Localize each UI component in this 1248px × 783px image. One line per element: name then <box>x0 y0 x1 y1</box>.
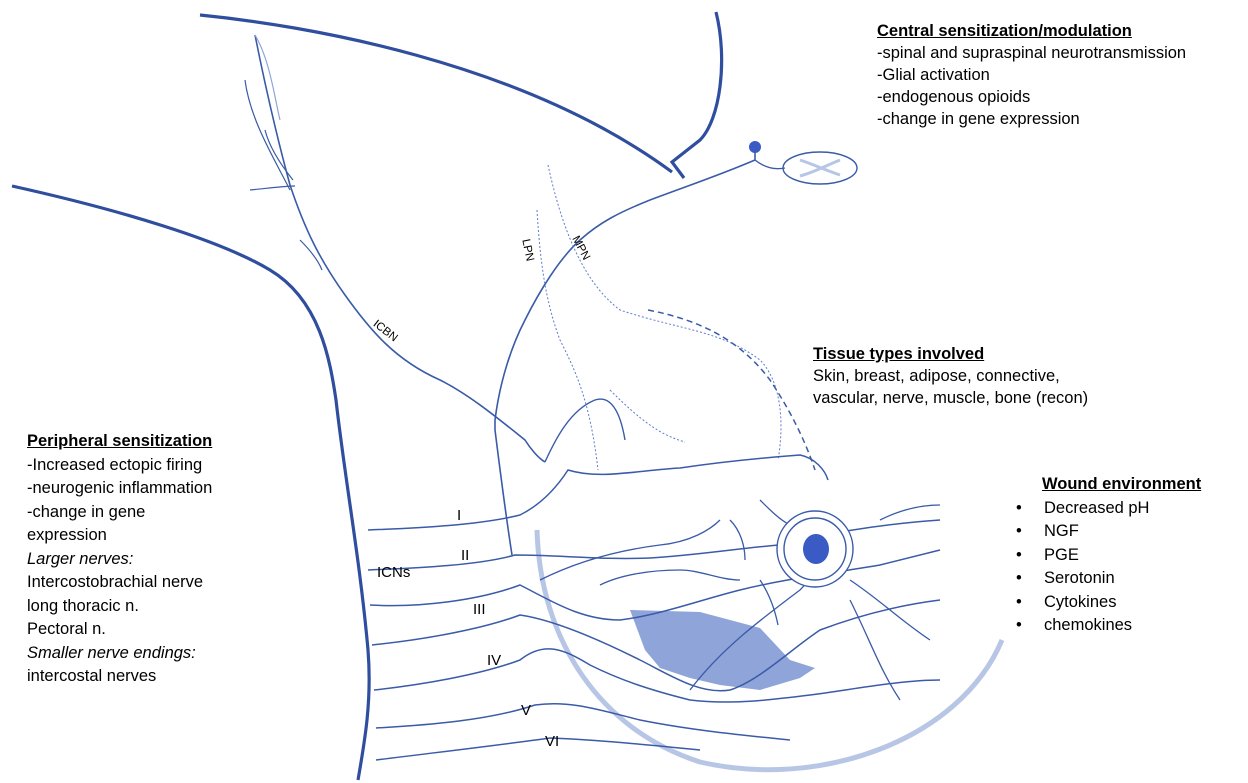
rib-label-VI: VI <box>545 733 559 750</box>
lpn-dotted <box>537 210 598 470</box>
larger-nerves-label: Larger nerves: <box>27 548 212 572</box>
shaded-tissue-region <box>630 610 815 690</box>
central-item: -Glial activation <box>877 64 1186 86</box>
wound-item: chemokines <box>1010 614 1201 638</box>
larger-nerve-item: Intercostobrachial nerve <box>27 571 212 595</box>
peripheral-item: -neurogenic inflammation <box>27 477 212 501</box>
rib-label-IV: IV <box>487 652 501 669</box>
peripheral-item: expression <box>27 524 212 548</box>
wound-heading: Wound environment <box>1010 473 1201 497</box>
neck-outline-right <box>672 12 722 178</box>
neck-outline-left <box>200 15 672 172</box>
wound-item: Serotonin <box>1010 567 1201 591</box>
wound-item: NGF <box>1010 520 1201 544</box>
mpn-dotted <box>548 165 781 460</box>
peripheral-item: -Increased ectopic firing <box>27 454 212 478</box>
rib-label-II: II <box>461 547 469 564</box>
tissue-heading: Tissue types involved <box>813 343 1088 365</box>
central-sensitization-box: Central sensitization/modulation -spinal… <box>877 20 1186 130</box>
rib-label-III: III <box>473 601 486 618</box>
rib-label-I: I <box>457 507 461 524</box>
tissue-line: Skin, breast, adipose, connective, <box>813 365 1088 387</box>
dorsal-root-ganglion <box>749 141 761 153</box>
central-heading: Central sensitization/modulation <box>877 20 1186 42</box>
peripheral-heading: Peripheral sensitization <box>27 430 212 454</box>
tissue-line: vascular, nerve, muscle, bone (recon) <box>813 387 1088 409</box>
intercostal-II <box>368 520 940 570</box>
central-item: -spinal and supraspinal neurotransmissio… <box>877 42 1186 64</box>
smaller-nerve-item: intercostal nerves <box>27 665 212 689</box>
wound-list: Decreased pH NGF PGE Serotonin Cytokines… <box>1010 497 1201 638</box>
rib-label-V: V <box>521 702 531 719</box>
central-item: -endogenous opioids <box>877 86 1186 108</box>
intercostal-VI <box>376 704 790 740</box>
peripheral-sensitization-box: Peripheral sensitization -Increased ecto… <box>27 430 212 689</box>
wound-item: Cytokines <box>1010 591 1201 615</box>
peripheral-item: -change in gene <box>27 501 212 525</box>
tissue-types-box: Tissue types involved Skin, breast, adip… <box>813 343 1088 409</box>
central-item: -change in gene expression <box>877 108 1186 130</box>
dashed-nerve <box>648 310 815 470</box>
wound-environment-box: Wound environment Decreased pH NGF PGE S… <box>1010 473 1201 638</box>
wound-item: Decreased pH <box>1010 497 1201 521</box>
nipple <box>803 534 829 564</box>
mpn-nerve <box>495 147 755 555</box>
icbn-nerve <box>255 35 545 462</box>
larger-nerve-item: long thoracic n. <box>27 595 212 619</box>
wound-item: PGE <box>1010 544 1201 568</box>
smaller-nerves-label: Smaller nerve endings: <box>27 642 212 666</box>
icns-label: ICNs <box>377 564 410 581</box>
larger-nerve-item: Pectoral n. <box>27 618 212 642</box>
